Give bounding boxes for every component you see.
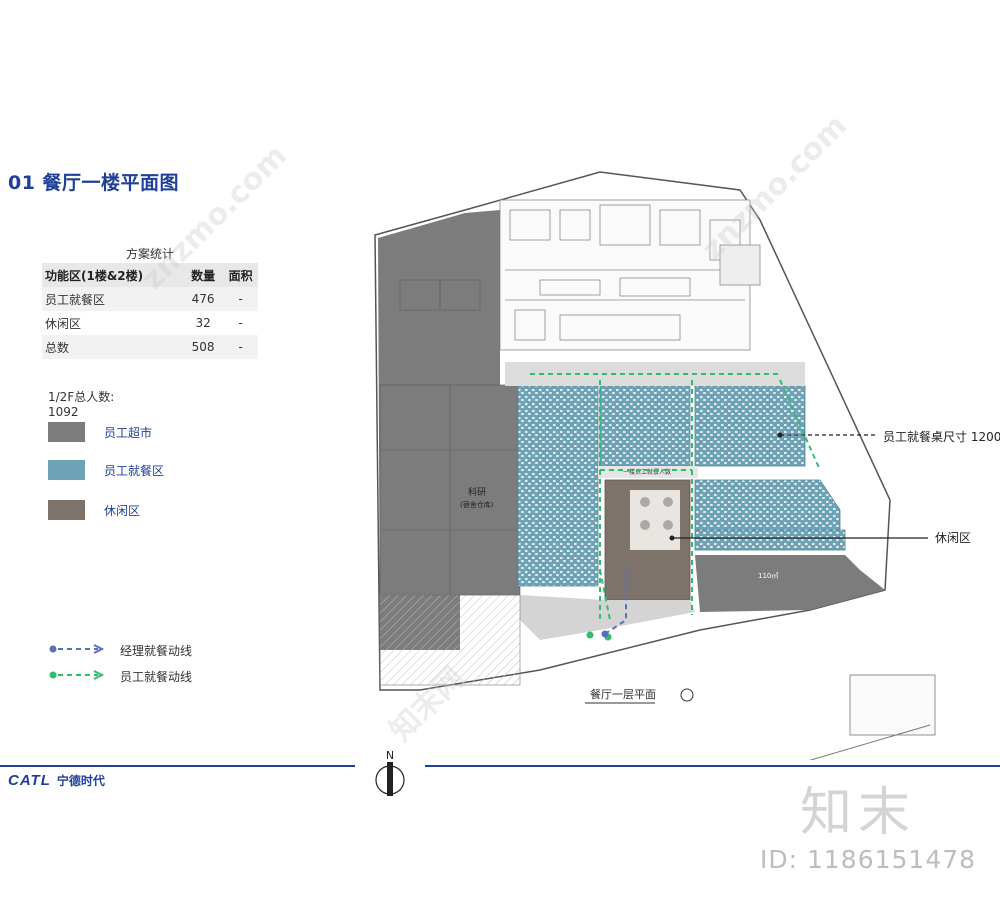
- kitchen-area: [499, 199, 761, 351]
- watermark-id: ID: 1186151478: [760, 845, 977, 874]
- stats-header-zone: 功能区(1楼&2楼): [42, 263, 183, 287]
- dining-zone-north: [599, 385, 691, 467]
- table-row: 休闲区 32 -: [42, 311, 258, 335]
- legend-swatch: [48, 460, 85, 480]
- storage-zone-east: [695, 555, 885, 612]
- row-count: 32: [195, 316, 211, 330]
- room-warehouse-label: (宿舍仓库): [460, 500, 494, 509]
- row-area: -: [238, 316, 243, 330]
- floor-plan: 科研 (宿舍仓库) 一楼员工就餐人数 110㎡ 餐厅一层平面: [374, 171, 936, 760]
- row-name: 总数: [42, 335, 183, 359]
- dining-zone-northeast: [694, 385, 806, 467]
- flow-legend-label: 员工就餐动线: [120, 670, 193, 684]
- leisure-callout: 休闲区: [935, 531, 972, 545]
- leisure-furniture: [640, 497, 673, 530]
- legend-label: 员工超市: [104, 426, 153, 440]
- staff-flow-lines: [530, 373, 821, 621]
- table-row: 员工就餐区 476 -: [42, 287, 258, 311]
- brand-logo-text: CATL: [8, 772, 51, 789]
- plan-caption: 餐厅一层平面: [590, 687, 656, 701]
- legend-swatch: [48, 500, 85, 520]
- footer-divider-right: [425, 765, 1000, 767]
- total-people: 1/2F总人数: 1092: [48, 390, 114, 420]
- stats-header-area: 面积: [220, 263, 258, 287]
- table-row: 总数 508 -: [42, 335, 258, 359]
- brand-name: 宁德时代: [56, 774, 105, 788]
- stats-table: 方案统计 功能区(1楼&2楼) 数量 面积 员工就餐区 476 - 休闲区 32…: [42, 245, 258, 359]
- dining-zone-east: [694, 479, 841, 531]
- row-area: -: [220, 287, 258, 311]
- legend-swatch: [48, 422, 85, 442]
- row-area: -: [220, 335, 258, 359]
- total-people-label: 1/2F总人数:: [48, 390, 115, 404]
- stats-caption: 方案统计: [125, 247, 174, 261]
- page-title: 01 餐厅一楼平面图: [8, 172, 180, 194]
- staff-flow-line-icon: [49, 670, 105, 680]
- brand-logo: CATL 宁德时代: [8, 772, 105, 789]
- seats-note: 一楼员工就餐人数: [623, 468, 671, 476]
- watermark-brand: 知末: [800, 783, 917, 843]
- stats-header-row: 功能区(1楼&2楼) 数量 面积: [42, 263, 258, 287]
- row-name: 员工就餐区: [42, 287, 183, 311]
- row-count: 508: [182, 335, 221, 359]
- table-size-callout: 员工就餐桌尺寸 1200: [883, 430, 1000, 444]
- north-arrow-icon: N: [375, 749, 405, 796]
- room-research-label: 科研: [468, 486, 486, 498]
- row-count: 476: [182, 287, 221, 311]
- area-note: 110㎡: [758, 572, 778, 580]
- row-name: 休闲区: [45, 316, 82, 331]
- total-people-value: 1092: [48, 405, 79, 419]
- legend-label: 员工就餐区: [104, 464, 165, 478]
- legend-label: 休闲区: [104, 504, 141, 518]
- stats-header-count: 数量: [182, 263, 221, 287]
- svg-text:N: N: [386, 749, 394, 762]
- manager-flow-line-icon: [49, 644, 105, 654]
- flow-legend-label: 经理就餐动线: [120, 644, 193, 658]
- dining-zone-west: [517, 385, 599, 587]
- footer-divider-left: [0, 765, 355, 767]
